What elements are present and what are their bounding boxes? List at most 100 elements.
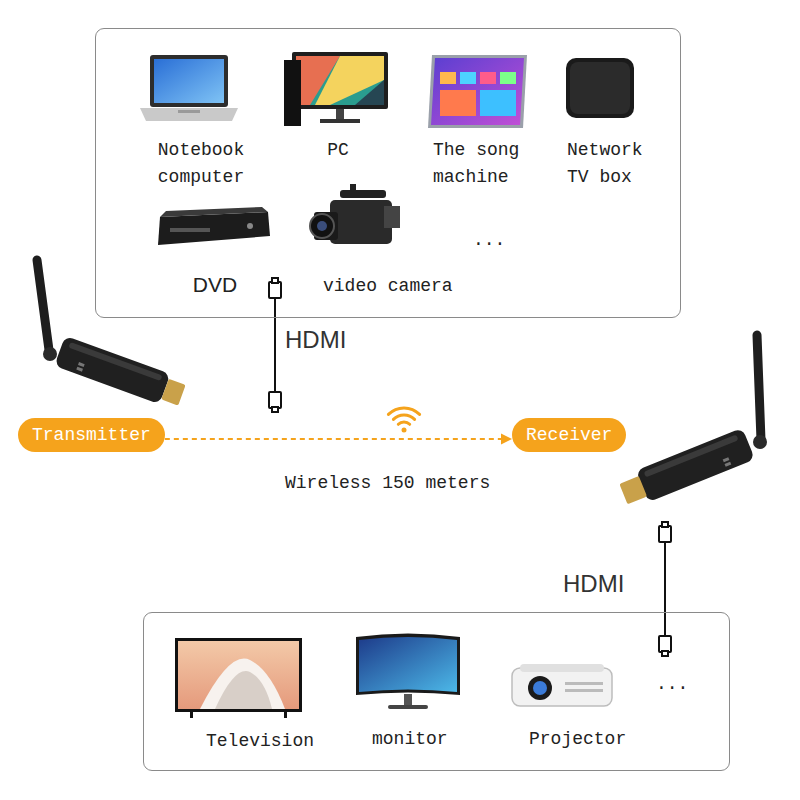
transmitter-device-part — [76, 367, 83, 372]
receiver-device-part — [644, 434, 739, 477]
song-machine-icon-part — [480, 72, 496, 84]
pc-icon-part — [355, 80, 384, 105]
hdmi-cable — [269, 278, 281, 412]
television-icon-part — [175, 638, 302, 712]
receiver-device-part — [636, 428, 755, 503]
hdmi-cable-part — [659, 526, 671, 542]
projector-icon-part — [512, 668, 612, 706]
hdmi-cable-part — [664, 542, 666, 636]
pc-icon-part — [336, 109, 344, 120]
projector-icon-part — [528, 676, 552, 700]
transmitter-device-part — [43, 347, 57, 361]
pc-icon-part — [315, 56, 384, 105]
monitor-icon-part — [356, 634, 460, 696]
monitor-icon-part — [388, 705, 428, 709]
monitor-icon-part — [404, 694, 412, 706]
receiver-device-part — [723, 457, 730, 462]
dvd-icon-part — [170, 228, 210, 232]
laptop-icon — [140, 55, 238, 121]
pc-icon-part — [320, 119, 360, 123]
song-machine-icon-part — [431, 58, 524, 125]
camera-icon-part — [317, 221, 327, 231]
transmitter-device-part — [54, 336, 170, 404]
hdmi-cable-part — [662, 522, 668, 527]
song-machine-icon-part — [480, 90, 516, 116]
arrow-head — [501, 434, 512, 445]
pill-text: Receiver — [526, 425, 612, 445]
song-machine-icon-part — [428, 55, 527, 128]
laptop-icon-part — [140, 108, 238, 121]
receiver-device-part — [617, 428, 755, 510]
pc-icon-part — [292, 52, 388, 109]
device-label: Network TV box — [567, 137, 657, 191]
wifi-icon-part — [388, 408, 419, 414]
television-icon-part — [215, 671, 272, 709]
hdmi-cable-part — [269, 392, 281, 408]
device-label: monitor — [372, 726, 448, 753]
projector-icon-part — [533, 681, 547, 695]
receiver-device-part — [725, 462, 732, 467]
device-label: The song machine — [433, 137, 533, 191]
hdmi-cable-part — [659, 636, 671, 652]
cable-label: HDMI — [285, 326, 346, 354]
television-icon-part — [200, 659, 285, 709]
device-label: Notebook computer — [146, 137, 256, 191]
ellipsis: ... — [473, 227, 505, 254]
receiver-device — [617, 335, 767, 510]
cable-label: HDMI — [563, 570, 624, 598]
television-icon-part — [284, 712, 287, 718]
camera-icon — [310, 184, 400, 244]
display-devices-box: TelevisionmonitorProjector... — [143, 612, 730, 771]
wifi-icon-part — [402, 428, 407, 433]
hdmi-cable-part — [272, 278, 278, 283]
laptop-icon-part — [178, 110, 200, 113]
song-machine-icon-part — [440, 90, 476, 116]
ellipsis: ... — [656, 671, 688, 698]
wifi-icon-part — [393, 415, 414, 419]
receiver-device-part — [757, 335, 761, 440]
edge-label: Wireless 150 meters — [283, 471, 492, 495]
hdmi-cable — [659, 522, 671, 656]
device-label: video camera — [323, 273, 453, 300]
laptop-icon-part — [150, 55, 228, 107]
camera-icon-part — [350, 184, 356, 192]
transmitter-pill: Transmitter — [18, 418, 165, 452]
wifi-icon — [388, 408, 419, 433]
dvd-icon-part — [160, 207, 268, 217]
monitor-icon-part — [359, 637, 457, 692]
tv-box-icon — [566, 58, 634, 118]
projector-icon-part — [520, 664, 604, 672]
transmitter-device-part — [54, 336, 187, 411]
song-machine-icon-part — [440, 72, 456, 84]
projector-icon-part — [565, 689, 603, 692]
dvd-icon-part — [247, 223, 253, 229]
television-icon-part — [190, 712, 193, 718]
tv-box-icon-part — [570, 62, 630, 114]
device-label: DVD — [175, 271, 255, 298]
pc-icon-part — [284, 60, 301, 126]
projector-icon-part — [565, 682, 603, 685]
wifi-icon-part — [398, 422, 409, 424]
transmitter-device-part — [78, 362, 85, 367]
camera-icon-part — [330, 200, 392, 244]
song-machine-icon-part — [460, 72, 476, 84]
pc-icon-part — [296, 56, 384, 105]
device-label: Projector — [529, 726, 626, 753]
projector-icon — [512, 664, 612, 706]
transmitter-device-part — [37, 260, 49, 350]
device-label: PC — [308, 137, 368, 164]
laptop-icon-part — [154, 59, 224, 103]
hdmi-cable-part — [274, 298, 276, 392]
hdmi-cable-part — [662, 651, 668, 656]
transmitter-device — [37, 260, 187, 410]
camera-icon-part — [384, 206, 400, 228]
television-icon-part — [178, 641, 299, 709]
wireless-arrow — [165, 438, 502, 440]
tv-box-icon-part — [566, 58, 634, 118]
song-machine-icon-part — [500, 72, 516, 84]
television-icon — [175, 638, 302, 718]
source-devices-box: Notebook computer PC The song machine Netwo… — [95, 28, 681, 318]
monitor-icon — [356, 634, 460, 710]
camera-icon-part — [340, 190, 386, 198]
hdmi-cable-part — [269, 282, 281, 298]
